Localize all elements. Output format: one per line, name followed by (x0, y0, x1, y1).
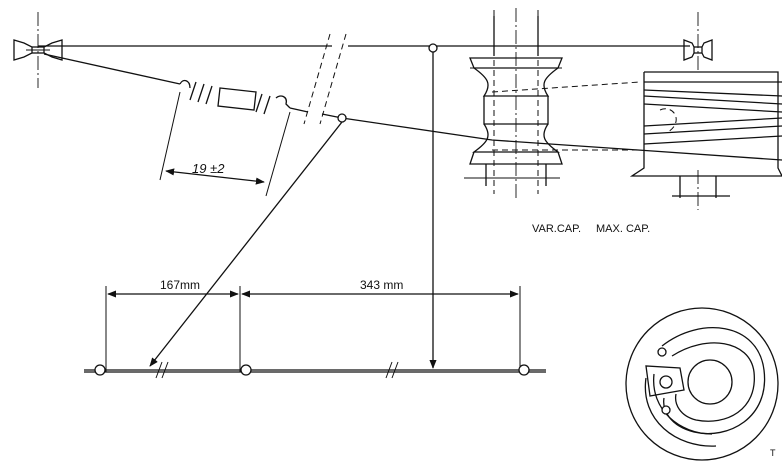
var-cap-label: VAR.CAP. (532, 223, 581, 235)
max-cap-label: MAX. CAP. (596, 223, 650, 235)
spring-dimension-label: 19 ±2 (192, 161, 225, 176)
spiral-disc (625, 307, 779, 461)
cord-after-spring (289, 107, 309, 113)
right-pulley (683, 12, 713, 70)
variable-capacitor (629, 71, 782, 210)
scale-bar (84, 361, 546, 379)
drum-wrap (491, 81, 641, 151)
left-pulley (13, 12, 63, 88)
span-dimensions: 167mm 343 mm (105, 278, 521, 372)
cord-break-mark (303, 33, 347, 125)
lower-cord (321, 113, 782, 161)
span-right-label: 343 mm (360, 278, 403, 292)
spring-dimension: 19 ±2 (159, 91, 291, 197)
corner-mark: T (770, 448, 776, 458)
pointer-attach (337, 113, 347, 123)
diagonal-leader (149, 121, 343, 367)
tension-spring (179, 79, 291, 115)
span-left-label: 167mm (160, 278, 200, 292)
tuning-drum (464, 8, 563, 200)
pointer-top-mount (428, 43, 438, 53)
spring-cord (43, 53, 181, 85)
